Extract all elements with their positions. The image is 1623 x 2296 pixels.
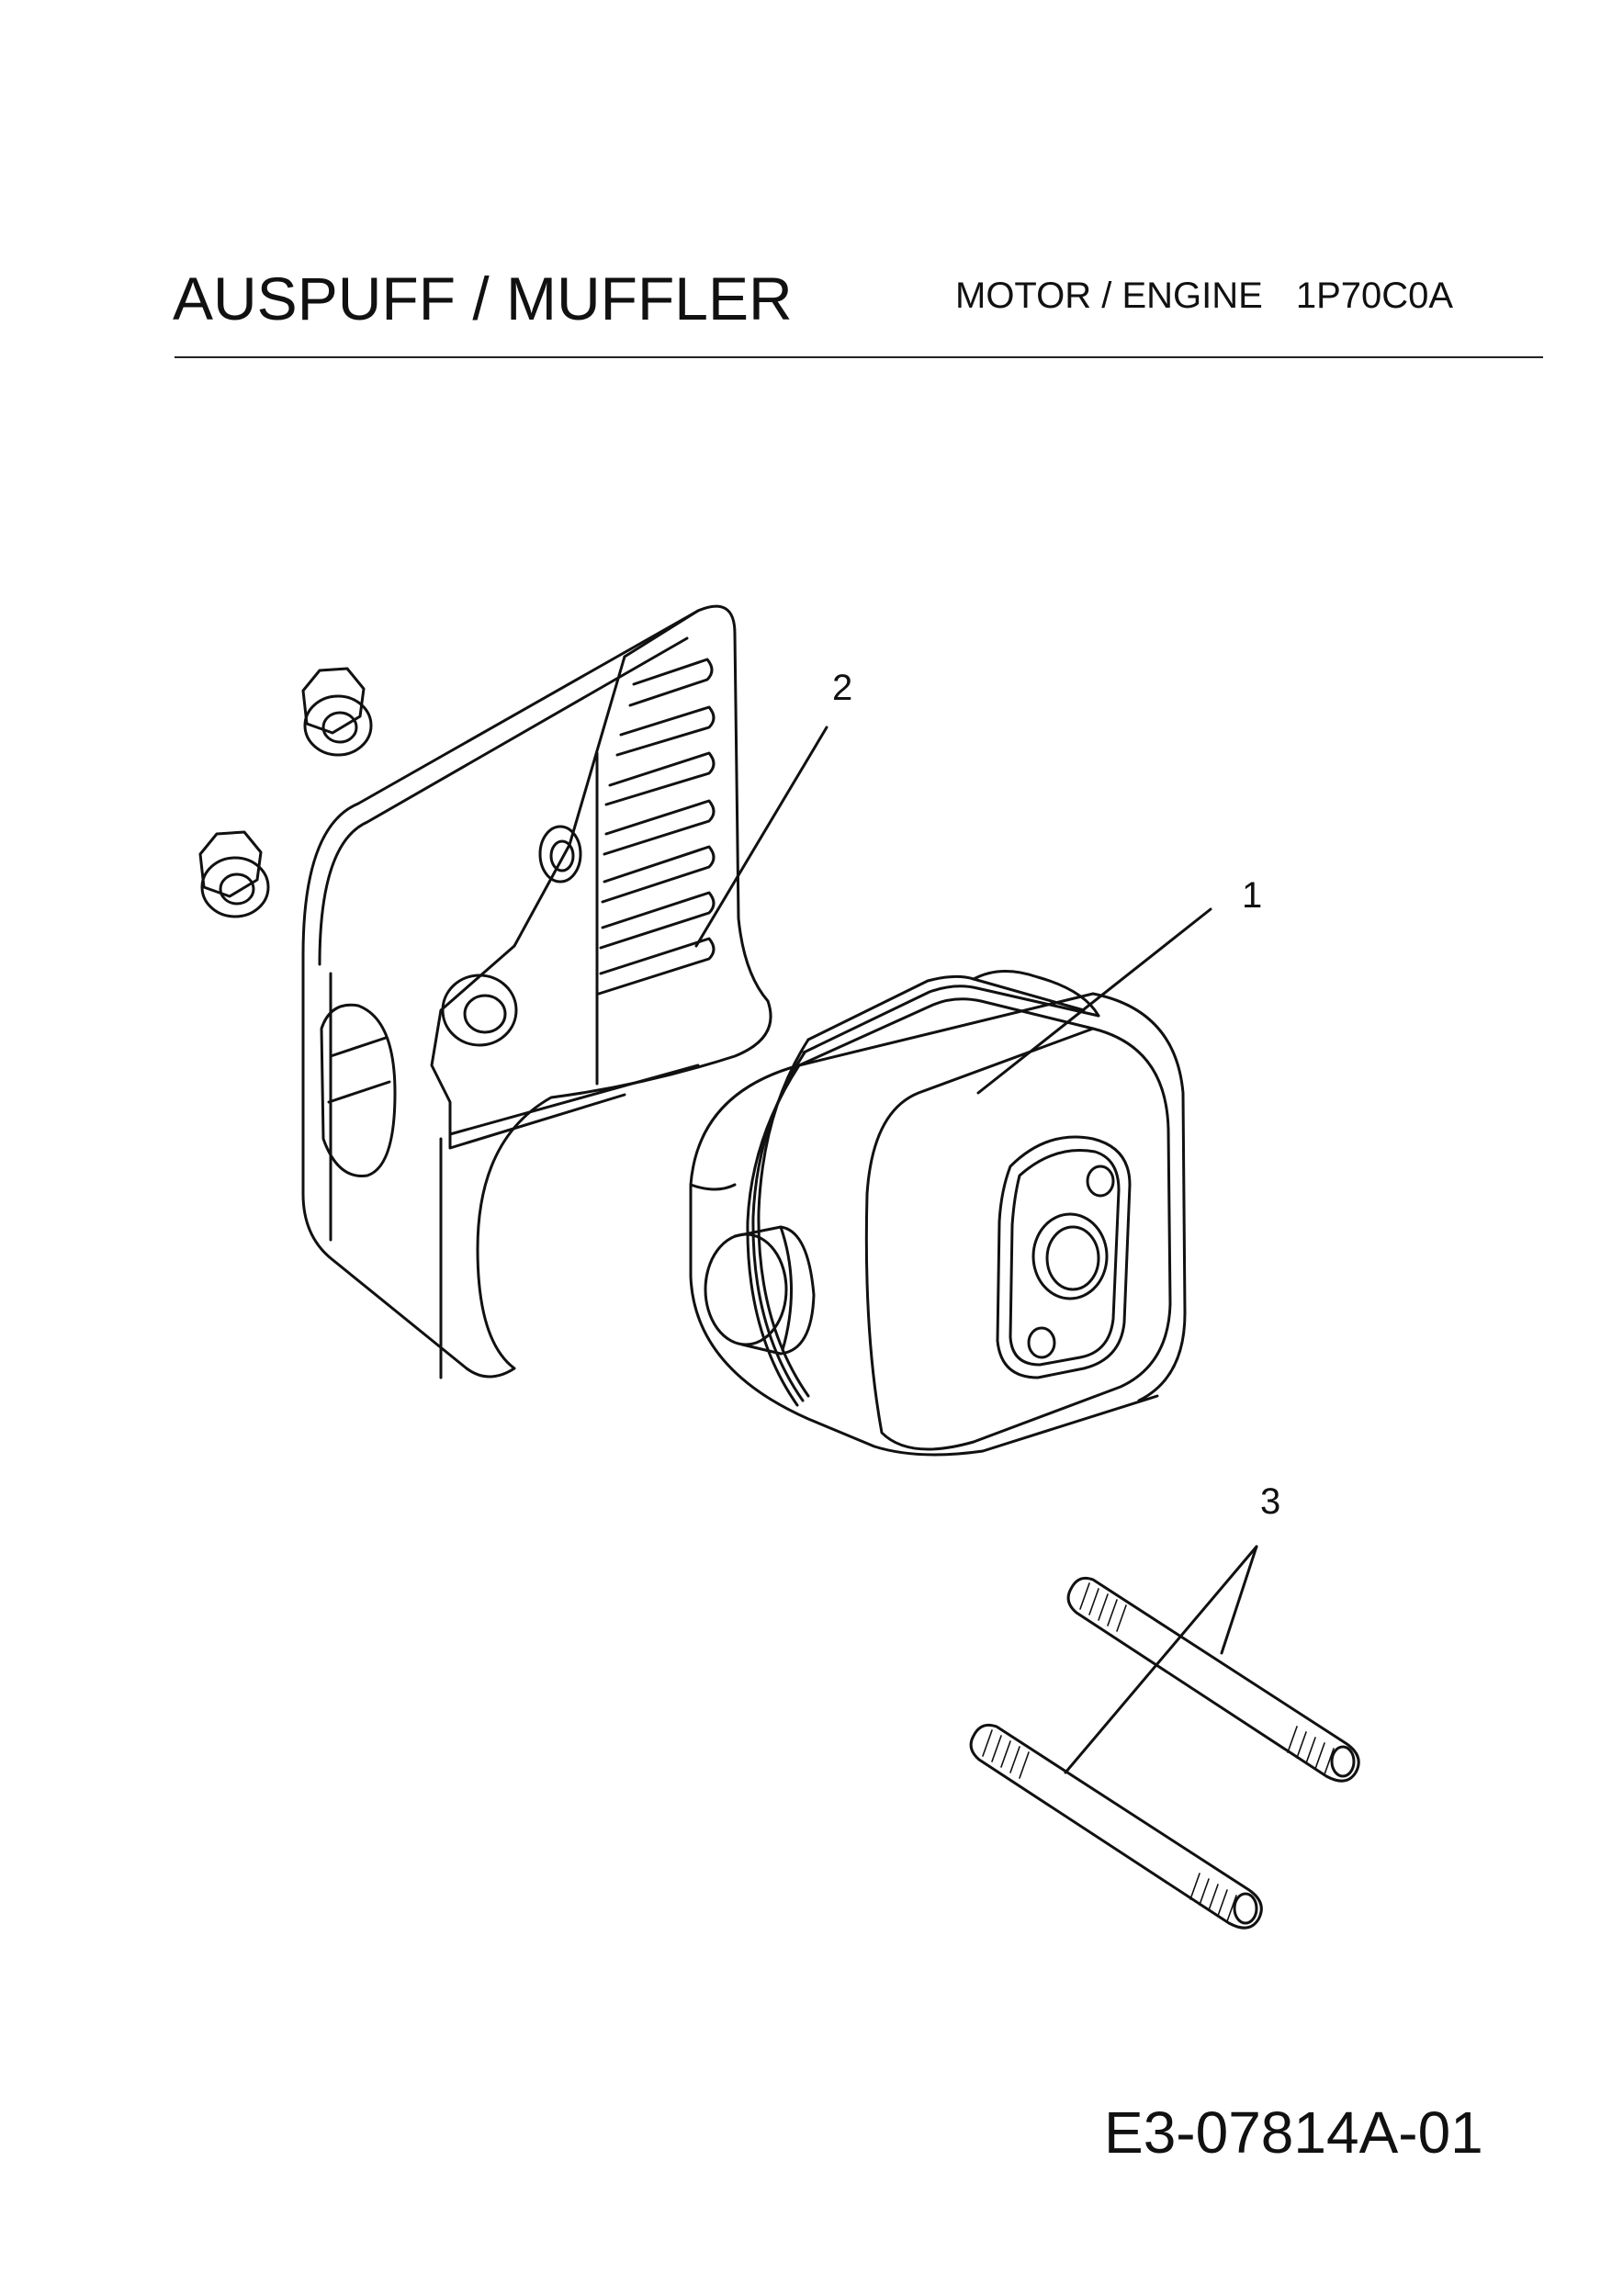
muffler-icon	[689, 969, 1187, 1457]
page-title: AUSPUFF / MUFFLER	[173, 264, 793, 332]
document-number: E3-07814A-01	[1104, 2099, 1483, 2166]
callout-3: 3	[1260, 1481, 1280, 1522]
flange-nut-icon	[301, 667, 373, 757]
leader-lines	[694, 726, 1258, 1774]
header-rule	[175, 356, 1543, 358]
flange-nut-icon	[198, 830, 270, 918]
engine-code: 1P70C0A	[1295, 276, 1454, 316]
stud-bolt-icon	[969, 1723, 1263, 1930]
engine-label: MOTOR / ENGINE	[955, 276, 1263, 316]
heat-shield-icon	[301, 604, 772, 1379]
callout-1: 1	[1242, 875, 1262, 916]
callout-2: 2	[832, 668, 852, 708]
engine-info: MOTOR / ENGINE 1P70C0A	[955, 277, 1453, 314]
stud-bolt-icon	[1066, 1576, 1360, 1783]
